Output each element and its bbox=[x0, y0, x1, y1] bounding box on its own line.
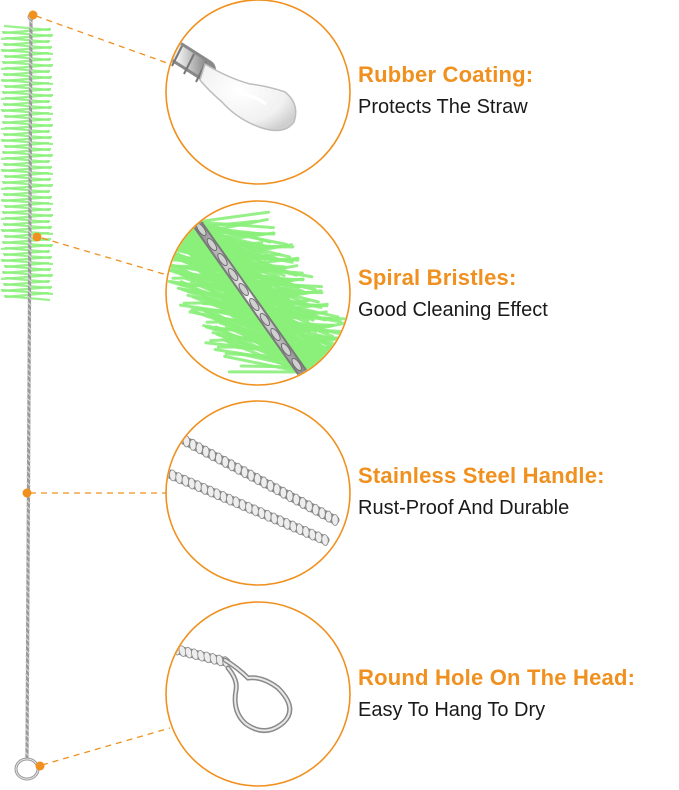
feature-description: Good Cleaning Effect bbox=[358, 299, 548, 321]
detail-circle-outline-4 bbox=[165, 601, 351, 787]
twisted-wire-detail bbox=[165, 400, 351, 586]
feature-description: Protects The Straw bbox=[358, 96, 528, 118]
feature-title: Rubber Coating: bbox=[358, 62, 534, 87]
brush-wire-handle bbox=[24, 17, 34, 759]
feature-description: Rust-Proof And Durable bbox=[358, 497, 570, 519]
brush-full-view bbox=[0, 13, 54, 781]
bristles-detail bbox=[165, 200, 351, 386]
feature-title: Stainless Steel Handle: bbox=[358, 463, 605, 488]
detail-circle-outline-3 bbox=[165, 400, 351, 586]
hanging-loop-detail bbox=[165, 601, 351, 787]
callout-line-2 bbox=[41, 237, 168, 276]
feature-description: Easy To Hang To Dry bbox=[358, 699, 546, 721]
callout-line-1 bbox=[35, 15, 168, 64]
callout-lines bbox=[30, 15, 171, 766]
feature-round-hole: Round Hole On The Head: Easy To Hang To … bbox=[358, 665, 676, 722]
feature-spiral-bristles: Spiral Bristles: Good Cleaning Effect bbox=[358, 265, 676, 322]
bristle-wire-twists bbox=[196, 223, 302, 371]
feature-title: Round Hole On The Head: bbox=[358, 665, 636, 690]
callout-line-4 bbox=[41, 727, 171, 766]
twisted-wire-b bbox=[167, 465, 330, 546]
rubber-tip-detail bbox=[165, 0, 351, 185]
feature-stainless-steel-handle: Stainless Steel Handle: Rust-Proof And D… bbox=[358, 463, 676, 520]
detail-circle-outline-2 bbox=[165, 200, 351, 386]
detail-circle-outline-1 bbox=[165, 0, 351, 185]
twisted-wire-a bbox=[175, 432, 340, 526]
feature-rubber-coating: Rubber Coating: Protects The Straw bbox=[358, 62, 676, 119]
feature-title: Spiral Bristles: bbox=[358, 265, 517, 290]
callout-dots bbox=[22, 10, 45, 771]
brush-bristles bbox=[0, 24, 54, 302]
